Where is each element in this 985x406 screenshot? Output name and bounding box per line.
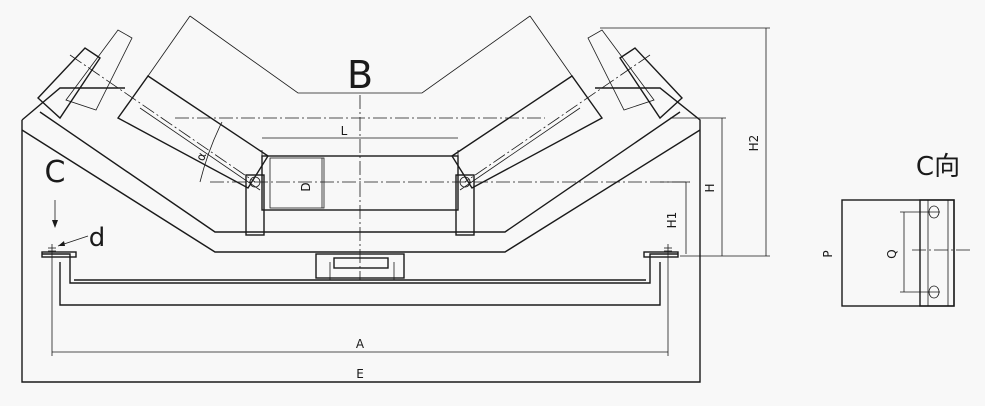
label-Q: Q: [885, 249, 899, 258]
label-alpha: α: [193, 150, 209, 162]
dimensions: B L D α H1 H H2 A E C: [22, 15, 770, 383]
outer-frame-left-top: [21, 87, 125, 121]
dim-B-line: [189, 15, 531, 94]
main-view: [21, 29, 701, 383]
cross-beam: [42, 253, 678, 284]
left-bracket: [245, 174, 265, 236]
dim-alpha-arc: [199, 121, 223, 183]
frame-trough-lower: [21, 129, 701, 253]
right-foot: [643, 251, 679, 258]
label-D: D: [299, 182, 313, 191]
right-end-bracket: [619, 47, 683, 120]
label-L: L: [341, 124, 348, 138]
label-E: E: [356, 367, 364, 381]
view-C-detail: C向 Q P: [821, 152, 970, 307]
left-foot: [41, 251, 77, 258]
label-H: H: [703, 183, 717, 192]
label-B: B: [347, 53, 373, 97]
right-wing-roller: [451, 75, 604, 189]
left-end-bracket: [37, 47, 101, 120]
label-H2: H2: [747, 135, 761, 152]
label-view-C: C向: [916, 152, 960, 182]
label-H1: H1: [665, 212, 679, 229]
left-wing-roller: [116, 75, 269, 189]
cross-beam-lower: [59, 262, 661, 306]
right-bracket: [455, 174, 475, 236]
label-A: A: [356, 337, 365, 351]
label-d: d: [89, 223, 106, 253]
outer-frame: [21, 87, 701, 383]
label-P: P: [821, 250, 835, 257]
label-C: C: [45, 155, 66, 190]
